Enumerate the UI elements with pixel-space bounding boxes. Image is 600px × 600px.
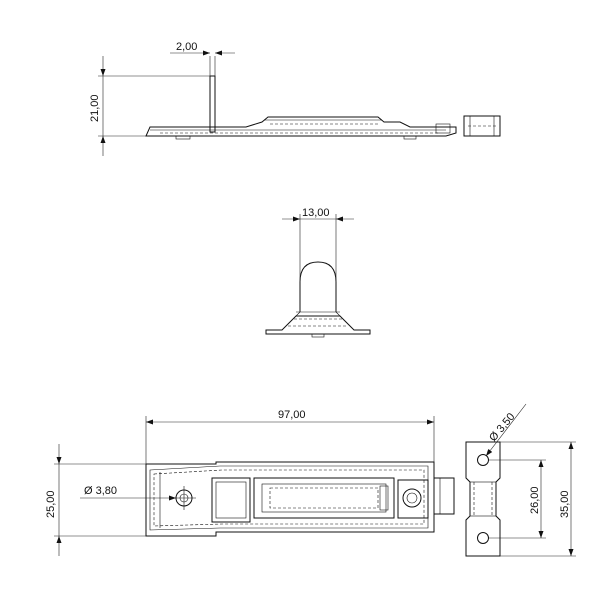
dim-body-width: 25,00 (45, 490, 57, 518)
bolt-body-outline (145, 461, 435, 537)
dim-body-hole-diameter: Ø 3,80 (84, 485, 117, 497)
bolt-pin (209, 75, 216, 133)
dim-knob-width: 13,00 (302, 207, 330, 219)
dim-keeper-hole-spacing: 26,00 (529, 486, 541, 514)
bolt-slot (253, 477, 395, 519)
keeper-outline (465, 441, 501, 557)
keeper-hole-bottom (477, 532, 489, 544)
dim-pin-thickness: 2,00 (176, 41, 197, 53)
keeper-plan-view: Ø 3,50 26,00 35,00 (465, 403, 576, 557)
bolt-base-profile (145, 116, 457, 137)
dim-keeper-length: 35,00 (559, 490, 571, 518)
dim-pin-height: 21,00 (89, 94, 101, 122)
side-elevation-view: 2,00 21,00 (89, 41, 501, 156)
keeper-hole-top (477, 454, 489, 466)
keeper-side-view (463, 115, 501, 137)
bolt-knob (299, 261, 337, 312)
end-elevation-view: 13,00 (265, 207, 371, 338)
dim-keeper-hole-diameter: Ø 3,50 (487, 411, 517, 444)
plan-view: 97,00 25,00 Ø 3,80 (45, 409, 455, 556)
dim-overall-length: 97,00 (278, 409, 306, 421)
